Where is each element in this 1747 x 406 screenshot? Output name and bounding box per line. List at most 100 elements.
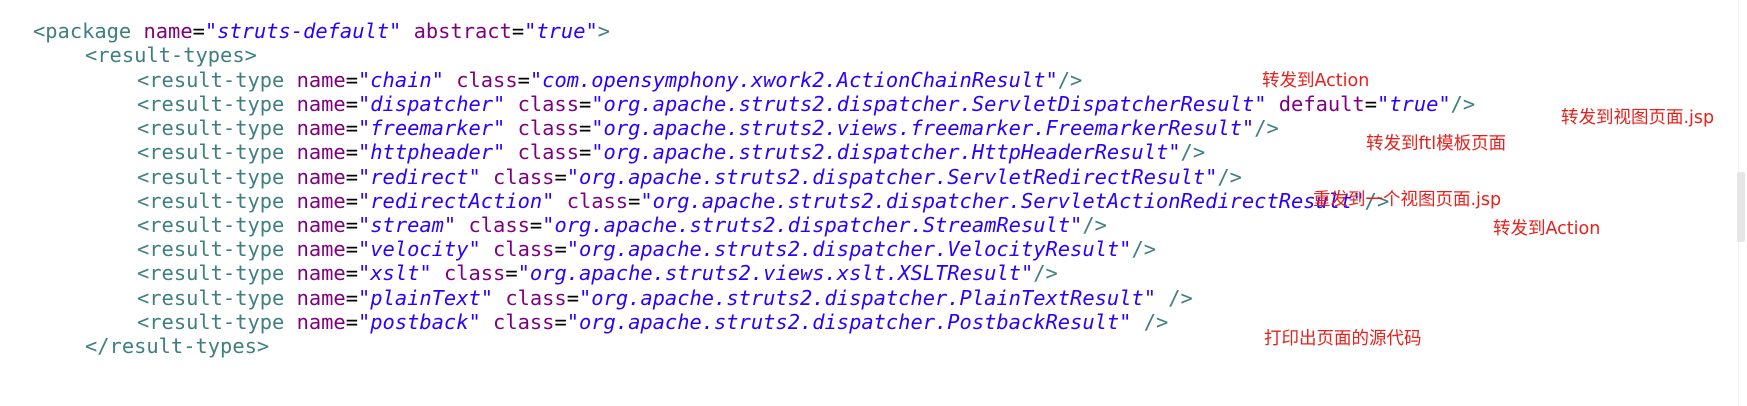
equals: = bbox=[345, 213, 358, 237]
attr-value: "com.opensymphony.xwork2.ActionChainResu… bbox=[529, 68, 1058, 92]
attr-name: name bbox=[284, 261, 346, 285]
attr-value: "httpheader" bbox=[358, 140, 506, 164]
attr-class: class bbox=[480, 237, 555, 261]
attr-value: "struts-default" bbox=[204, 19, 402, 43]
annotation-redirect-action: 转发到Action bbox=[1493, 219, 1601, 239]
equals: = bbox=[345, 92, 358, 116]
tag-open: <result-type bbox=[137, 261, 285, 285]
attr-class: class bbox=[480, 165, 555, 189]
equals: = bbox=[554, 165, 567, 189]
scrollbar-thumb[interactable] bbox=[1737, 172, 1745, 242]
tag-open: <result-type bbox=[137, 92, 285, 116]
tag-open: <result-type bbox=[137, 213, 285, 237]
result-type-line: <result-type name="postback" class="org.… bbox=[137, 309, 1168, 336]
annotation-chain: 转发到Action bbox=[1262, 71, 1370, 91]
result-type-line: <result-type name="plainText" class="org… bbox=[137, 285, 1193, 312]
attr-name: name bbox=[284, 213, 346, 237]
attr-value: "velocity" bbox=[358, 237, 481, 261]
tag-close: /> bbox=[1082, 213, 1107, 237]
tag-close: /> bbox=[1364, 189, 1390, 213]
attr-class: class bbox=[554, 189, 629, 213]
tag-close: /> bbox=[1155, 286, 1193, 310]
result-type-line: <result-type name="stream" class="org.ap… bbox=[137, 212, 1107, 239]
equals: = bbox=[345, 140, 358, 164]
equals: = bbox=[1364, 92, 1377, 116]
attr-name: name bbox=[284, 189, 346, 213]
equals: = bbox=[511, 19, 525, 43]
annotation-plain-text: 打印出页面的源代码 bbox=[1264, 329, 1422, 349]
attr-name: name bbox=[284, 310, 346, 334]
attr-class: class bbox=[443, 68, 518, 92]
result-type-line: <result-type name="dispatcher" class="or… bbox=[137, 91, 1475, 118]
attr-name: name bbox=[284, 92, 346, 116]
attr-name: name bbox=[284, 286, 346, 310]
attr-value: "redirect" bbox=[358, 165, 481, 189]
tag-close: /> bbox=[1131, 310, 1169, 334]
attr-default: default bbox=[1266, 92, 1365, 116]
equals: = bbox=[628, 189, 641, 213]
attr-class: class bbox=[505, 116, 579, 140]
equals: = bbox=[566, 286, 579, 310]
attr-value: "org.apache.struts2.dispatcher.HttpHeade… bbox=[591, 140, 1181, 164]
tag-close: /> bbox=[1450, 92, 1476, 116]
result-type-line: <result-type name="freemarker" class="or… bbox=[137, 115, 1279, 142]
attr-value: "org.apache.struts2.dispatcher.VelocityR… bbox=[566, 237, 1132, 261]
tag-open: <result-type bbox=[137, 310, 285, 334]
tag-close: /> bbox=[1254, 116, 1279, 140]
attr-class: class bbox=[431, 261, 506, 285]
attr-value: "stream" bbox=[358, 213, 457, 237]
attr-value: "true" bbox=[1376, 92, 1451, 116]
annotation-redirect: 重发到一个视图页面.jsp bbox=[1313, 190, 1502, 210]
tag-open: <result-type bbox=[137, 165, 285, 189]
tag-close: /> bbox=[1057, 68, 1083, 92]
attr-abstract: abstract bbox=[401, 19, 512, 43]
tag-close: /> bbox=[1131, 237, 1156, 261]
result-type-line: <result-type name="redirectAction" class… bbox=[137, 188, 1389, 215]
attr-class: class bbox=[456, 213, 530, 237]
tag-text: <result-types> bbox=[85, 43, 257, 67]
attr-name: name bbox=[284, 116, 346, 140]
result-type-line: <result-type name="velocity" class="org.… bbox=[137, 236, 1156, 263]
attr-class: class bbox=[493, 286, 567, 310]
tag-open: <package bbox=[33, 19, 132, 43]
attr-value: "plainText" bbox=[358, 286, 494, 310]
result-type-line: <result-type name="chain" class="com.ope… bbox=[137, 67, 1082, 94]
equals: = bbox=[345, 286, 358, 310]
tag-open: <result-type bbox=[137, 286, 285, 310]
equals: = bbox=[554, 237, 567, 261]
attr-value: "org.apache.struts2.dispatcher.ServletAc… bbox=[640, 189, 1365, 213]
attr-value: "org.apache.struts2.dispatcher.ServletDi… bbox=[591, 92, 1267, 116]
attr-value: "xslt" bbox=[358, 261, 432, 285]
attr-class: class bbox=[505, 140, 579, 164]
attr-value: "chain" bbox=[358, 68, 444, 92]
equals: = bbox=[345, 237, 358, 261]
equals: = bbox=[579, 116, 592, 140]
annotation-freemarker: 转发到ftl模板页面 bbox=[1366, 134, 1507, 154]
vertical-scrollbar[interactable] bbox=[1733, 0, 1747, 406]
attr-name: name bbox=[284, 237, 346, 261]
result-types-close-tag: </result-types> bbox=[85, 333, 269, 360]
attr-value: "org.apache.struts2.dispatcher.StreamRes… bbox=[542, 213, 1083, 237]
attr-value: "org.apache.struts2.dispatcher.PlainText… bbox=[579, 286, 1156, 310]
attr-name: name bbox=[284, 140, 346, 164]
attr-name: name bbox=[131, 19, 193, 43]
attr-value: "true" bbox=[524, 19, 598, 43]
result-type-line: <result-type name="httpheader" class="or… bbox=[137, 139, 1205, 166]
attr-value: "org.apache.struts2.views.xslt.XSLTResul… bbox=[517, 261, 1034, 285]
equals: = bbox=[345, 116, 358, 140]
annotation-dispatcher: 转发到视图页面.jsp bbox=[1561, 108, 1715, 128]
tag-open: <result-type bbox=[137, 140, 285, 164]
tag-text: </result-types> bbox=[85, 334, 270, 358]
package-open-tag: <package name="struts-default" abstract=… bbox=[33, 18, 610, 45]
equals: = bbox=[579, 92, 592, 116]
tag-close: /> bbox=[1033, 261, 1058, 285]
equals: = bbox=[192, 19, 205, 43]
equals: = bbox=[345, 68, 358, 92]
equals: = bbox=[554, 310, 567, 334]
attr-name: name bbox=[284, 68, 346, 92]
attr-name: name bbox=[284, 165, 346, 189]
tag-open: <result-type bbox=[137, 68, 285, 92]
tag-close: /> bbox=[1217, 165, 1242, 189]
attr-value: "freemarker" bbox=[358, 116, 506, 140]
